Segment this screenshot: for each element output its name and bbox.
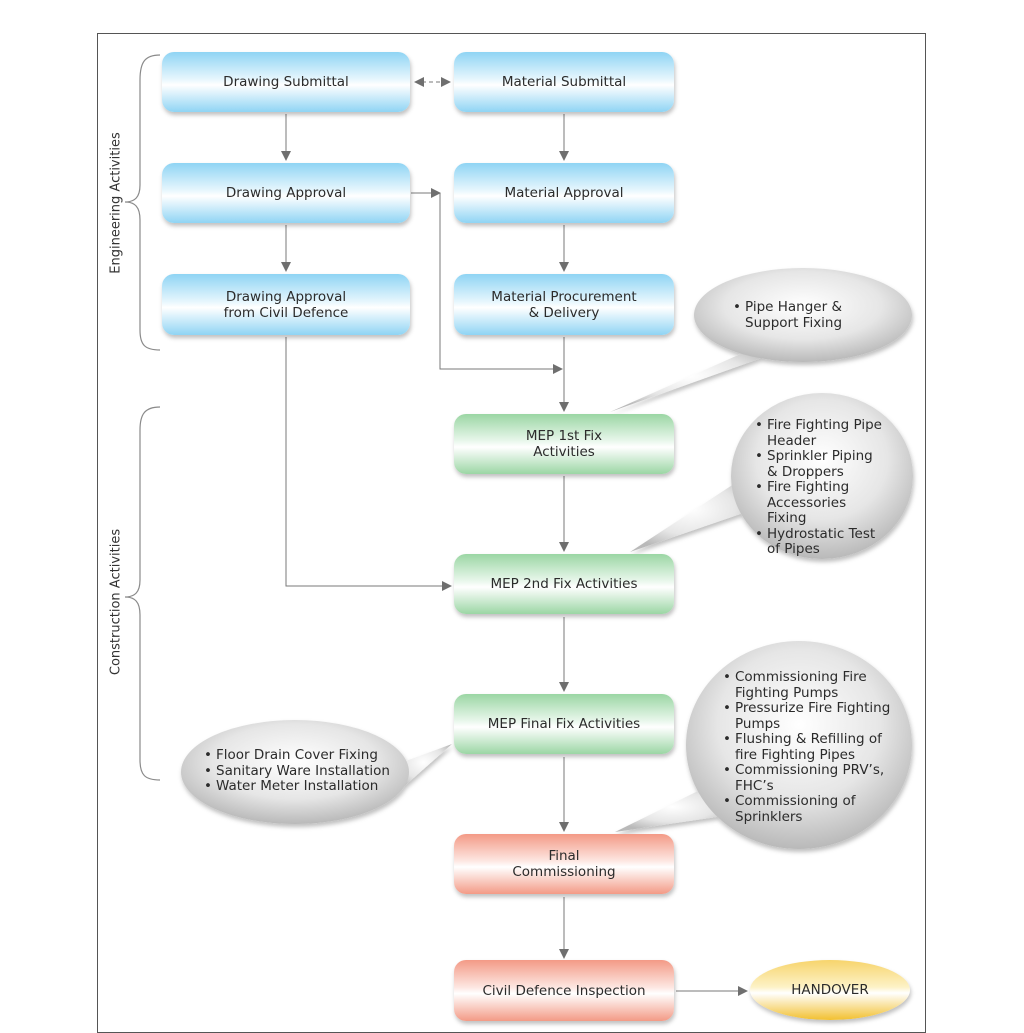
drawing-approval-node: Drawing Approval — [162, 163, 410, 223]
callout-item: Fire Fighting Pipe Header — [755, 417, 885, 449]
callout-item: Floor Drain Cover Fixing — [204, 747, 394, 764]
mep-1st-fix-node: MEP 1st Fix Activities — [454, 414, 674, 474]
engineering-activities-label: Engineering Activities — [108, 132, 124, 274]
drawing-submittal-node: Drawing Submittal — [162, 52, 410, 112]
callout-item: Hydrostatic Test of Pipes — [755, 526, 885, 558]
material-procurement-node: Material Procurement & Delivery — [454, 274, 674, 335]
first-fix-callout-list: Pipe Hanger & Support Fixing — [733, 299, 863, 331]
callout-item: Sanitary Ware Installation — [204, 763, 394, 780]
material-approval-node: Material Approval — [454, 163, 674, 223]
handover-node: HANDOVER — [750, 960, 910, 1020]
second-fix-callout-list: Fire Fighting Pipe Header Sprinkler Pipi… — [755, 417, 885, 558]
engineering-brace — [124, 54, 161, 351]
callout-item: Commissioning of Sprinklers — [723, 793, 891, 825]
callout-item: Flushing & Refilling of fire Fighting Pi… — [723, 731, 891, 763]
callout-item: Sprinkler Piping & Droppers — [755, 448, 885, 480]
construction-brace — [124, 406, 161, 781]
callout-item: Water Meter Installation — [204, 778, 394, 795]
mep-final-fix-node: MEP Final Fix Activities — [454, 694, 674, 754]
construction-activities-label: Construction Activities — [108, 528, 124, 676]
callout-item: Fire Fighting Accessories Fixing — [755, 479, 885, 527]
material-submittal-node: Material Submittal — [454, 52, 674, 112]
drawing-approval-civil-defence-node: Drawing Approval from Civil Defence — [162, 274, 410, 335]
callout-item: Commissioning Fire Fighting Pumps — [723, 669, 891, 701]
final-fix-callout-list: Floor Drain Cover Fixing Sanitary Ware I… — [204, 747, 394, 795]
callout-item: Pipe Hanger & Support Fixing — [733, 299, 863, 331]
callout-item: Pressurize Fire Fighting Pumps — [723, 700, 891, 732]
final-commissioning-node: Final Commissioning — [454, 834, 674, 894]
connector-da-mep1 — [439, 193, 563, 374]
callout-item: Commissioning PRV’s, FHC’s — [723, 762, 891, 794]
civil-defence-inspection-node: Civil Defence Inspection — [454, 960, 674, 1021]
mep-2nd-fix-node: MEP 2nd Fix Activities — [454, 554, 674, 614]
connector-dacd-mep2 — [285, 337, 452, 591]
commissioning-callout-list: Commissioning Fire Fighting Pumps Pressu… — [723, 669, 891, 825]
